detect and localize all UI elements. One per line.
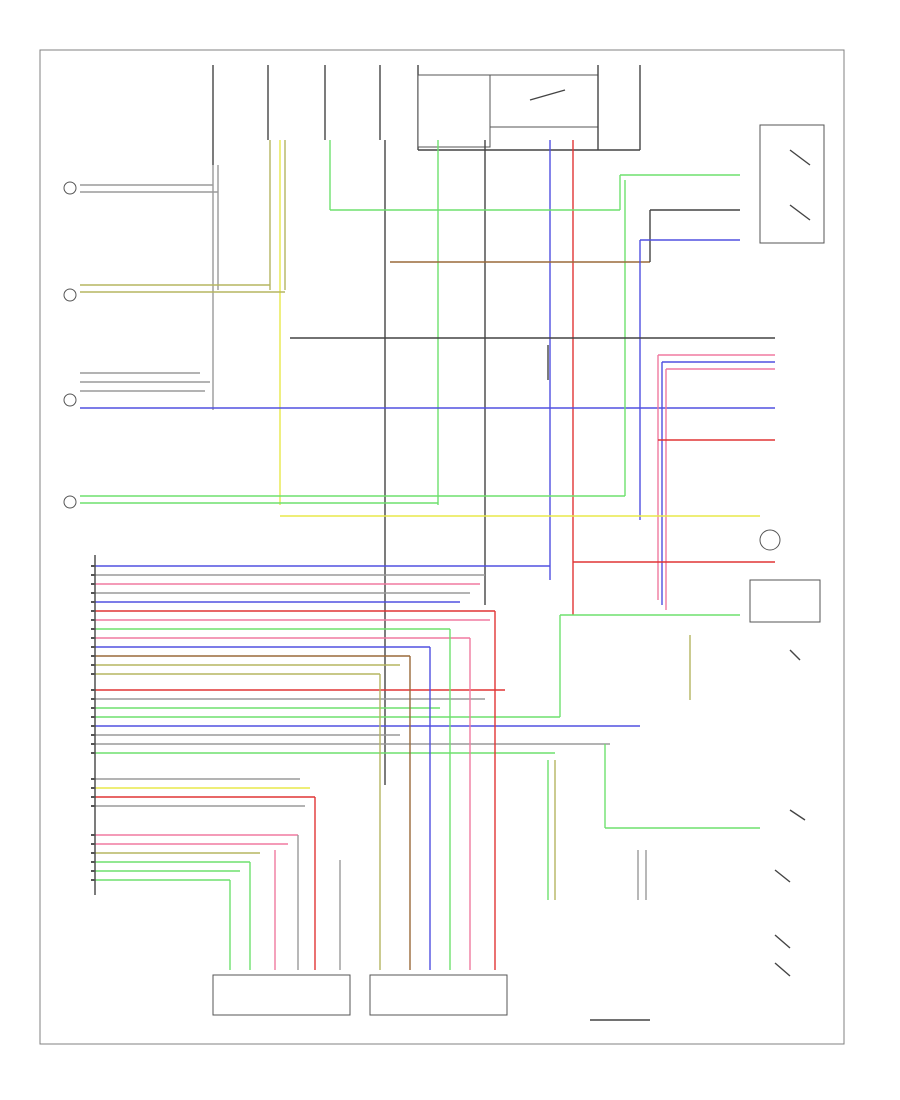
ecm-pin-mark (91, 778, 95, 780)
ecm-pin-mark (91, 673, 95, 675)
ecm-pin-mark (91, 565, 95, 567)
ecm-pin-mark (91, 610, 95, 612)
accel-pedal-sensor-box (369, 974, 508, 1016)
ecm-pin-mark (91, 646, 95, 648)
right-components (590, 529, 821, 1021)
ecm-pin-mark (91, 743, 95, 745)
ecm-pin-mark (91, 852, 95, 854)
ecm-pin-mark (91, 805, 95, 807)
ecm-pin-mark (91, 698, 95, 700)
ecm-pin-mark (91, 796, 95, 798)
throttle-sensor-box (212, 974, 351, 1016)
ecm-pin-mark (91, 637, 95, 639)
ecm-pin-mark (91, 628, 95, 630)
diagram-frame (39, 49, 845, 1045)
ecm-pin-mark (91, 592, 95, 594)
ecm-pin-mark (91, 655, 95, 657)
ecm-pin-mark (91, 583, 95, 585)
ecm-pin-mark (91, 716, 95, 718)
ecm-pin-mark (91, 707, 95, 709)
ecm-pin-mark (91, 619, 95, 621)
ecm-pin-mark (91, 725, 95, 727)
ecm-pin-mark (91, 601, 95, 603)
ecm-pin-mark (91, 752, 95, 754)
ecm-pin-mark (91, 834, 95, 836)
ecm-pin-mark (91, 870, 95, 872)
ecm-pin-mark (91, 664, 95, 666)
ecm-pin-wires (95, 565, 760, 881)
ecm-pin-mark (91, 879, 95, 881)
ecm-pin-mark (91, 843, 95, 845)
sensor-drops (229, 611, 691, 970)
left-connectors (63, 181, 77, 509)
fuse-relay-block (212, 65, 641, 165)
ecm-pin-mark (91, 689, 95, 691)
ecm-pin-mark (91, 787, 95, 789)
vertical-wires (212, 140, 647, 900)
horizontal-wires (80, 174, 775, 610)
top-right-switch (759, 124, 825, 244)
ecm-pin-mark (91, 574, 95, 576)
ecm-pin-mark (91, 734, 95, 736)
ecm-pin-mark (91, 861, 95, 863)
